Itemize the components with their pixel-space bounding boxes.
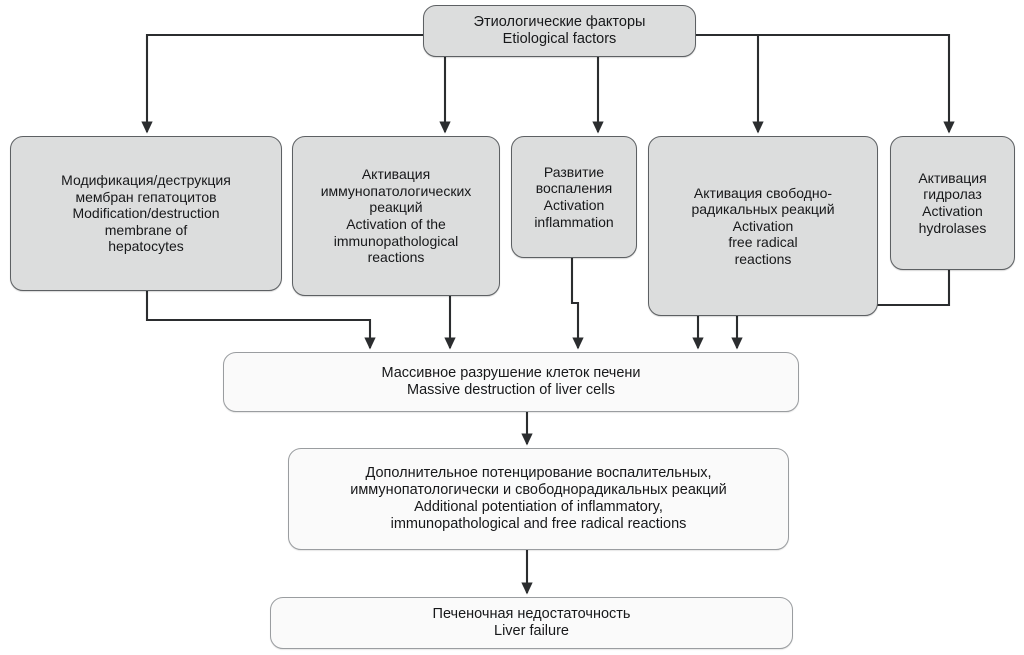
node-text-line: реакций [369, 199, 423, 216]
edge-etiological-to-radical [696, 33, 764, 134]
node-text-line: reactions [367, 249, 425, 266]
node-text-line: Activation [732, 217, 794, 234]
node-text-line: Activation of the [346, 216, 446, 232]
node-text-line: гидролаз [923, 186, 982, 203]
node-text-line: Этиологические факторы [473, 13, 646, 30]
node-text-line: free radical [728, 234, 798, 251]
edge-etiological-to-hydrolases [696, 33, 955, 134]
node-text-line: immunopathological [333, 232, 459, 249]
node-text-line: радикальных реакций [691, 201, 835, 218]
edge-membrane-to-massive [145, 291, 376, 350]
node-additional-potentiation[interactable]: Дополнительное потенцирование воспалител… [288, 448, 789, 550]
node-text-line: reactions [734, 250, 792, 267]
edge-etiological-to-membrane [141, 33, 423, 134]
node-text-line: Активация [361, 166, 431, 183]
node-text-line: Печеночная недостаточность [432, 605, 631, 622]
node-text-line: воспаления [535, 180, 613, 197]
node-text-line: Additional potentiation of inflammatory, [414, 499, 663, 515]
node-text-line: Модификация/деструкция [61, 172, 231, 189]
edge-inflam-to-massive [570, 258, 584, 350]
node-text-line: Развитие [543, 163, 605, 180]
node-text-line: immunopathological and free radical reac… [390, 516, 687, 533]
node-text-line: Массивное разрушение клеток печени [381, 364, 641, 381]
node-text-line: Дополнительное потенцирование воспалител… [365, 464, 712, 481]
node-text-line: Modification/destruction [72, 205, 220, 222]
node-text-line: Etiological factors [502, 31, 617, 47]
node-text-line: Activation [543, 197, 605, 213]
node-text-line: Activation [922, 203, 983, 219]
node-text-line: Massive destruction of liver cells [407, 382, 615, 398]
node-text-line: мембран гепатоцитов [75, 188, 217, 205]
node-text-line: inflammation [534, 213, 614, 230]
node-text-line: hydrolases [918, 219, 987, 236]
node-text-line: Liver failure [494, 623, 569, 639]
node-text-line: Активация свободно- [693, 184, 833, 201]
node-additional-potentiation-text: Дополнительное потенцирование воспалител… [289, 465, 788, 533]
node-text-line: membrane of [104, 221, 188, 238]
node-text-line: hepatocytes [108, 238, 184, 255]
node-text-line: Активация [918, 169, 987, 186]
node-text-line: иммунопатологических [320, 182, 472, 199]
node-text-line: иммунопатологически и свободнорадикальны… [350, 481, 727, 498]
